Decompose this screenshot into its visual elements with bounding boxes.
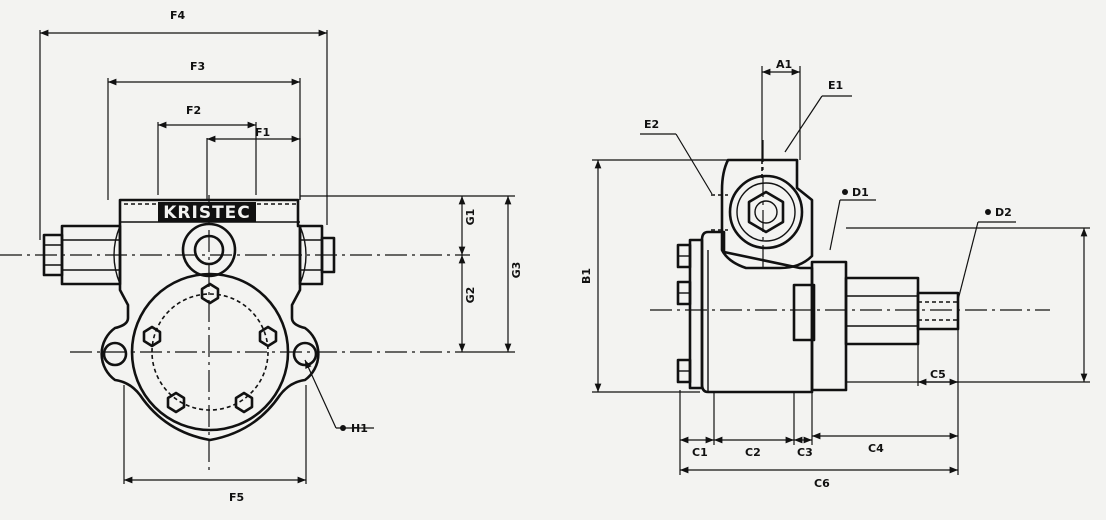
flange-side xyxy=(810,260,848,392)
label-C1: C1 xyxy=(692,446,708,459)
front-view: KRISTEC F4 F3 F2 xyxy=(0,9,523,504)
label-D2: D2 xyxy=(995,206,1012,219)
label-G2: G2 xyxy=(464,287,477,304)
label-C2: C2 xyxy=(745,446,761,459)
label-D1: D1 xyxy=(852,186,869,199)
label-C6: C6 xyxy=(814,477,830,490)
shaft-end xyxy=(916,291,960,331)
label-F3: F3 xyxy=(190,60,205,73)
label-E1: E1 xyxy=(828,79,843,92)
flange-hub xyxy=(792,283,816,342)
label-C3: C3 xyxy=(797,446,813,459)
flange-circle xyxy=(130,272,290,432)
mount-hole-right xyxy=(292,341,318,367)
bolt-circle xyxy=(151,293,269,411)
label-E2: E2 xyxy=(644,118,659,131)
label-F4: F4 xyxy=(170,9,186,22)
side-view: A1 E1 E2 D1 D2 B1 C5 xyxy=(580,58,1090,490)
shaft-coupling xyxy=(844,276,920,346)
label-G3: G3 xyxy=(510,262,523,279)
port-nut xyxy=(747,190,785,234)
label-H1: H1 xyxy=(351,422,368,435)
back-plate xyxy=(688,238,704,390)
label-F5: F5 xyxy=(229,491,244,504)
label-B1: B1 xyxy=(580,268,593,284)
flange-bolts xyxy=(142,282,278,414)
upper-boss xyxy=(181,222,237,278)
side-body xyxy=(700,230,814,394)
brand-text: KRISTEC xyxy=(163,203,251,223)
label-C4: C4 xyxy=(868,442,884,455)
label-C5: C5 xyxy=(930,368,946,381)
brand-plate xyxy=(158,202,256,222)
top-port-block xyxy=(720,158,814,270)
label-F2: F2 xyxy=(186,104,201,117)
mount-hole-left xyxy=(102,341,128,367)
pump-body-outline xyxy=(100,198,320,442)
label-G1: G1 xyxy=(464,209,477,226)
label-A1: A1 xyxy=(776,58,792,71)
label-F1: F1 xyxy=(255,126,270,139)
upper-port xyxy=(193,234,225,266)
